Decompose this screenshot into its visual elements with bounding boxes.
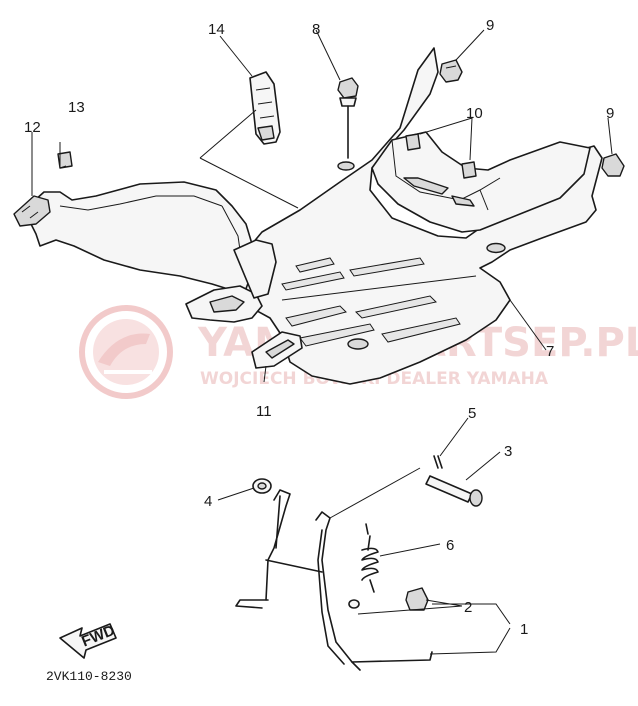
nut-9a-part xyxy=(439,59,463,83)
rubber-stop-2-part xyxy=(348,587,429,611)
side-cover-part xyxy=(13,181,277,323)
callout-7: 7 xyxy=(546,343,554,360)
fwd-label: FWD xyxy=(79,622,117,651)
nut-9b-part xyxy=(601,153,625,177)
fwd-arrow-icon: FWD xyxy=(59,622,117,659)
clip-10a-part xyxy=(405,133,421,151)
callout-3: 3 xyxy=(504,443,512,460)
clip-13-part xyxy=(57,151,73,169)
callouts: 1 2 3 4 5 6 7 8 9 9 10 11 12 13 14 xyxy=(24,17,614,638)
callout-11: 11 xyxy=(256,403,272,420)
callout-4: 4 xyxy=(204,493,212,510)
callout-5: 5 xyxy=(468,405,476,422)
callout-2: 2 xyxy=(464,599,472,616)
pin-5-part xyxy=(433,455,443,469)
watermark-logo-icon xyxy=(79,305,173,399)
clip-10b-part xyxy=(461,161,477,179)
callout-14: 14 xyxy=(208,21,225,38)
callout-10: 10 xyxy=(466,105,483,122)
callout-6: 6 xyxy=(446,537,454,554)
leader-lines xyxy=(31,29,613,655)
diagram-code: 2VK110-8230 xyxy=(46,669,132,684)
washer-4-part xyxy=(252,478,272,494)
callout-9a: 9 xyxy=(486,17,494,34)
bracket-14-part xyxy=(249,71,281,145)
callout-9b: 9 xyxy=(606,105,614,122)
callout-12: 12 xyxy=(24,119,41,136)
main-stand-part xyxy=(235,489,433,671)
bolt-8-part xyxy=(337,77,359,159)
callout-8: 8 xyxy=(312,21,320,38)
shaft-3-part xyxy=(425,475,483,507)
callout-1: 1 xyxy=(520,621,528,638)
floor-panel-part xyxy=(231,47,603,385)
callout-13: 13 xyxy=(68,99,85,116)
plate-11-part xyxy=(251,331,303,369)
spring-6-part xyxy=(361,523,379,593)
